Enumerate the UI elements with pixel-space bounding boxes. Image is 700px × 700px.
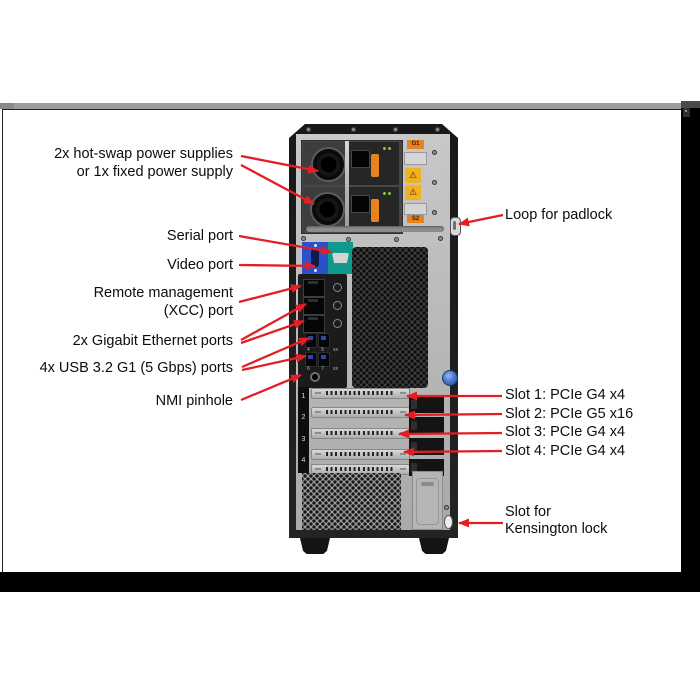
pcie-slot-cover-2 [311,407,410,418]
vga-screw [313,269,317,272]
label-padlock-loop: Loop for padlock [505,207,613,223]
warning-icon: ⚠ [405,185,421,200]
right-black-strip-cap [681,101,700,108]
bottom-black-band [0,572,700,592]
superspeed-icon: ss [333,347,338,353]
wrench-icon [333,283,342,292]
screw-icon [301,236,306,241]
corner-artifact [683,108,690,117]
label-line: Kensington lock [505,521,608,537]
label-kensington-lock: Slot for Kensington lock [505,504,607,538]
slot-number-2: 2 [301,414,306,421]
label-ethernet-ports: 2x Gigabit Ethernet ports [72,333,233,349]
right-black-strip [681,101,700,592]
screw-icon [438,236,443,241]
video-port [302,242,328,274]
psu-2-power-inlet [351,195,370,213]
serial-port [328,242,353,274]
thumbscrew [442,370,458,386]
psu-tag-bottom: S2 [407,215,424,223]
screw-icon [432,150,437,155]
network-icon [333,319,342,328]
screw-icon [435,127,440,132]
spec-sticker [404,152,427,165]
psu-1-power-inlet [351,150,370,168]
slot-number-3: 3 [301,436,306,443]
label-power-supplies: 2x hot-swap power supplies or 1x fixed p… [54,145,233,181]
chassis-foot [300,538,330,554]
chassis-foot [419,538,449,554]
label-line: Slot for [505,504,551,520]
serial-connector-icon [332,253,349,263]
vga-screw [313,244,317,247]
usb-port-7 [318,352,330,367]
ethernet-port-2 [303,315,325,333]
screw-icon [444,505,449,510]
screw-icon [346,237,351,242]
psu-1-fan-icon [311,147,346,182]
pcie-slot-cover-4 [311,449,410,460]
slot-number-4: 4 [301,457,306,464]
label-slot-3: Slot 3: PCIe G4 x4 [505,424,626,440]
label-line: (XCC) port [163,303,233,319]
label-line: or 1x fixed power supply [76,164,233,180]
screw-icon [306,127,311,132]
usb-port-4 [305,333,317,348]
slot-retainer-block [409,396,444,413]
spec-sticker [404,203,427,215]
access-panel-handle [421,482,434,486]
screw-icon [432,210,437,215]
bottom-vent-grid [302,473,401,530]
psu-2-fan-icon [310,192,345,227]
screw-icon [351,127,356,132]
screw-icon [432,180,437,185]
slot-retainer-block [409,417,444,434]
pcie-slot-cover-3 [311,428,410,439]
screw-icon [393,127,398,132]
label-slot-4: Slot 4: PCIe G4 x4 [505,443,626,459]
label-line: Remote management [93,285,233,301]
kensington-lock-slot [444,515,453,529]
label-serial-port: Serial port [166,228,233,244]
label-slot-2: Slot 2: PCIe G5 x16 [505,406,634,422]
vent-slot [306,226,444,232]
slot-number-1: 1 [301,393,306,400]
psu-tag-top: G1 [407,140,424,149]
psu-cage-divider [345,141,349,231]
xcc-management-port [303,279,325,297]
slot-number-strip [298,387,309,473]
slot-retainer-block [409,438,444,455]
psu-2-latch [371,199,379,222]
label-usb-ports: 4x USB 3.2 G1 (5 Gbps) ports [39,360,233,376]
psu-2-led [383,192,386,195]
psu-1-latch [371,154,379,177]
top-gray-band [0,103,700,109]
warning-icon: ⚠ [405,168,421,183]
padlock-loop [450,217,461,236]
access-panel [412,471,443,530]
label-line: 2x hot-swap power supplies [54,146,233,162]
label-nmi-pinhole: NMI pinhole [155,393,233,409]
superspeed-icon: ss [333,366,338,372]
label-xcc-port: Remote management (XCC) port [94,284,233,320]
nmi-pinhole [310,372,320,382]
screw-icon [394,237,399,242]
usb-port-5 [318,333,330,348]
vga-connector-icon [311,249,319,267]
usb-row2-label: 6 7 [307,366,329,372]
usb-port-6 [305,352,317,367]
pcie-slot-cover-1 [311,388,410,399]
psu-1-led [388,147,391,150]
label-video-port: Video port [167,257,233,273]
usb-row1-label: 4 5 [307,347,329,353]
ethernet-port-1 [303,297,325,315]
label-slot-1: Slot 1: PCIe G4 x4 [505,387,626,403]
psu-2-led [388,192,391,195]
top-gray-band-endcap [0,103,14,109]
honeycomb-vent [352,247,428,388]
psu-1-led [383,147,386,150]
network-icon [333,301,342,310]
